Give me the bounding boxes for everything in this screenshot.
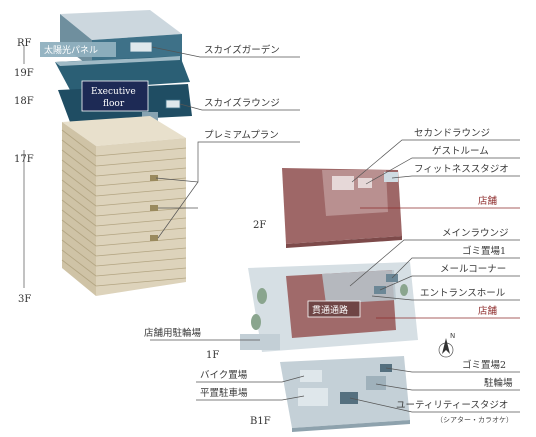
roof-slab xyxy=(60,10,182,40)
floor-2f-edge xyxy=(286,236,402,248)
passage-label: 貫通通路 xyxy=(312,304,348,316)
tower-top xyxy=(62,116,186,146)
flat-parking-label: 平置駐車場 xyxy=(200,387,248,399)
entrance-hall-label: エントランスホール xyxy=(420,288,506,299)
premium-unit-marker xyxy=(150,175,158,181)
floor-b1f-edge xyxy=(292,420,410,432)
garden-tree xyxy=(251,314,261,330)
second-lounge-room xyxy=(332,176,354,190)
floor-label-19f: 19F xyxy=(14,68,34,79)
floor-1f-leader-lines xyxy=(150,239,520,341)
premium-unit-marker xyxy=(150,205,158,211)
floor-1f-common xyxy=(322,270,396,304)
bike-parking-1f-area xyxy=(240,334,280,350)
solar-panel-label: 太陽光パネル xyxy=(44,44,98,56)
floor-b1f-plan xyxy=(280,356,410,432)
floor-2f-plan xyxy=(282,168,402,248)
fitness-studio-room xyxy=(384,172,398,182)
motor-bike-area xyxy=(300,370,322,382)
floor-label-b1f: B1F xyxy=(250,416,271,427)
tower-floor-lines xyxy=(61,129,187,287)
passage-tag xyxy=(307,300,361,318)
garden-tree xyxy=(257,288,267,304)
executive-floor-label-1: Executive xyxy=(91,87,136,97)
main-lounge-label: メインラウンジ xyxy=(442,228,509,239)
tower-leader-lines xyxy=(151,46,300,239)
floor-label-1f: 1F xyxy=(206,350,219,361)
sky-floor-top xyxy=(55,56,180,66)
sky-lounge-label: スカイズラウンジ xyxy=(204,97,280,109)
utility-studio-note: （シアター・カラオケ） xyxy=(436,415,513,424)
executive-floor-tag xyxy=(81,80,149,112)
floor-1f-plan xyxy=(240,262,418,352)
shop-bike-parking-label: 店舗用駐輪場 xyxy=(144,327,202,339)
executive-floor-label-2: floor xyxy=(103,99,125,109)
premium-plan-label: プレミアムプラン xyxy=(204,130,279,141)
bicycle-parking-label: 駐輪場 xyxy=(484,377,513,389)
premium-unit-marker xyxy=(150,235,158,241)
utility-studio-label: ユーティリティースタジオ xyxy=(396,400,508,411)
flat-parking-area xyxy=(298,388,328,406)
solar-panel-tag xyxy=(40,42,116,57)
tower: 太陽光パネル Executive floor xyxy=(40,10,192,296)
tower-front xyxy=(96,138,186,296)
second-lounge-label: セカンドラウンジ xyxy=(414,128,490,139)
guest-room xyxy=(358,178,372,188)
garbage2-label: ゴミ置場2 xyxy=(462,359,506,371)
fitness-studio-label: フィットネススタジオ xyxy=(414,164,509,175)
floor-2f-leader-lines xyxy=(351,139,520,185)
utility-studio-room xyxy=(340,392,358,404)
sky-garden-label: スカイズガーデン xyxy=(204,44,280,56)
floor-label-17f: 17F xyxy=(14,154,34,165)
sky-garden-marker xyxy=(129,41,153,53)
sky-lounge-marker xyxy=(165,99,181,109)
compass-north-label: N xyxy=(450,332,455,340)
floor-label-2f: 2F xyxy=(253,220,266,231)
floor-label-rf: RF xyxy=(17,38,32,49)
compass xyxy=(438,338,454,358)
shop-2f-label: 店舗 xyxy=(478,195,498,207)
garden-tree xyxy=(400,284,408,296)
garbage1-label: ゴミ置場1 xyxy=(462,245,506,257)
mail-corner-label: メールコーナー xyxy=(440,264,506,275)
tower-left xyxy=(62,122,96,296)
floor-label-18f: 18F xyxy=(14,96,34,107)
guest-room-label: ゲストルーム xyxy=(432,145,489,157)
bicycle-parking-area xyxy=(366,376,386,390)
floor-label-3f: 3F xyxy=(18,294,31,305)
motor-bike-parking-label: バイク置場 xyxy=(200,369,248,381)
shop-1f-label: 店舗 xyxy=(478,305,498,317)
floor-b1f-leader-lines xyxy=(196,367,520,413)
compass-north-arrow-icon xyxy=(442,338,450,354)
